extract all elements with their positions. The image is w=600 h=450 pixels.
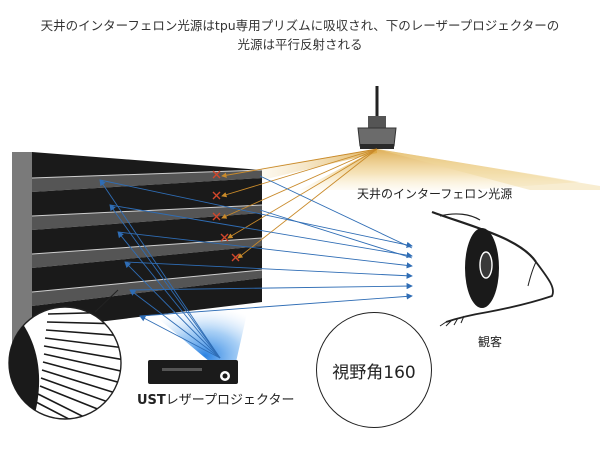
caption-line-1: 天井のインターフェロン光源はtpu専用プリズムに吸収され、下のレーザープロジェク…: [40, 18, 560, 33]
absorbed-marks: [212, 170, 240, 262]
projector-light-cone: [160, 300, 250, 362]
viewing-angle-text: 視野角160: [332, 362, 416, 383]
ambient-rays: [221, 148, 378, 259]
caption: 天井のインターフェロン光源はtpu専用プリズムに吸収され、下のレーザープロジェク…: [0, 16, 600, 54]
caption-line-2: 光源は平行反射される: [237, 37, 363, 52]
prism-screen: [12, 152, 263, 348]
viewer-label: 観客: [478, 335, 503, 349]
ceiling-light-label: 天井のインターフェロン光源: [357, 187, 513, 201]
projector-label-bold: UST: [137, 393, 166, 408]
ceiling-light-beam: [262, 149, 600, 190]
reflected-rays: [99, 175, 413, 317]
viewing-angle-badge: 視野角160: [316, 312, 432, 428]
projector-icon: [148, 360, 238, 384]
eye-icon: [431, 210, 554, 327]
projector-label: USTレザープロジェクター: [137, 389, 295, 408]
projector-label-rest: レザープロジェクター: [165, 393, 295, 408]
projection-rays: [99, 179, 221, 359]
ceiling-lamp-icon: [357, 86, 397, 149]
